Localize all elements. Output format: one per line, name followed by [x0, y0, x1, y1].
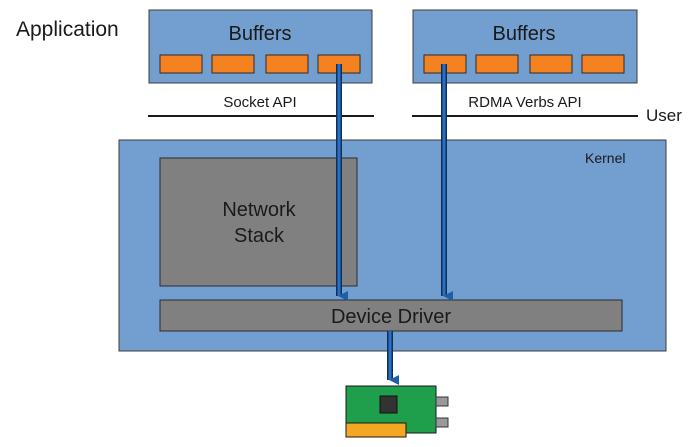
socket-buffers-box: Buffers [148, 9, 373, 84]
rdma-buffers-title: Buffers [493, 23, 556, 45]
network-card-icon [345, 385, 449, 438]
buffer-slot [581, 54, 625, 74]
socket-buffers-title: Buffers [229, 23, 292, 45]
socket-api-label: Socket API [223, 94, 296, 111]
buffer-slot [265, 54, 309, 74]
device-driver-label: Device Driver [331, 306, 451, 328]
network-stack-box [159, 157, 358, 287]
network-stack-label-line1: Network [222, 199, 296, 221]
rdma-buffers-box: Buffers [412, 9, 638, 84]
kernel-label: Kernel [585, 150, 625, 166]
network-stack-label-line2: Stack [234, 225, 285, 247]
buffer-slot [529, 54, 573, 74]
buffer-slot [159, 54, 203, 74]
user-label: User [646, 106, 682, 125]
rdma-api-label: RDMA Verbs API [468, 94, 581, 111]
buffer-slot [211, 54, 255, 74]
application-label: Application [16, 18, 119, 41]
device-driver-box [159, 299, 623, 332]
buffer-slot [475, 54, 519, 74]
